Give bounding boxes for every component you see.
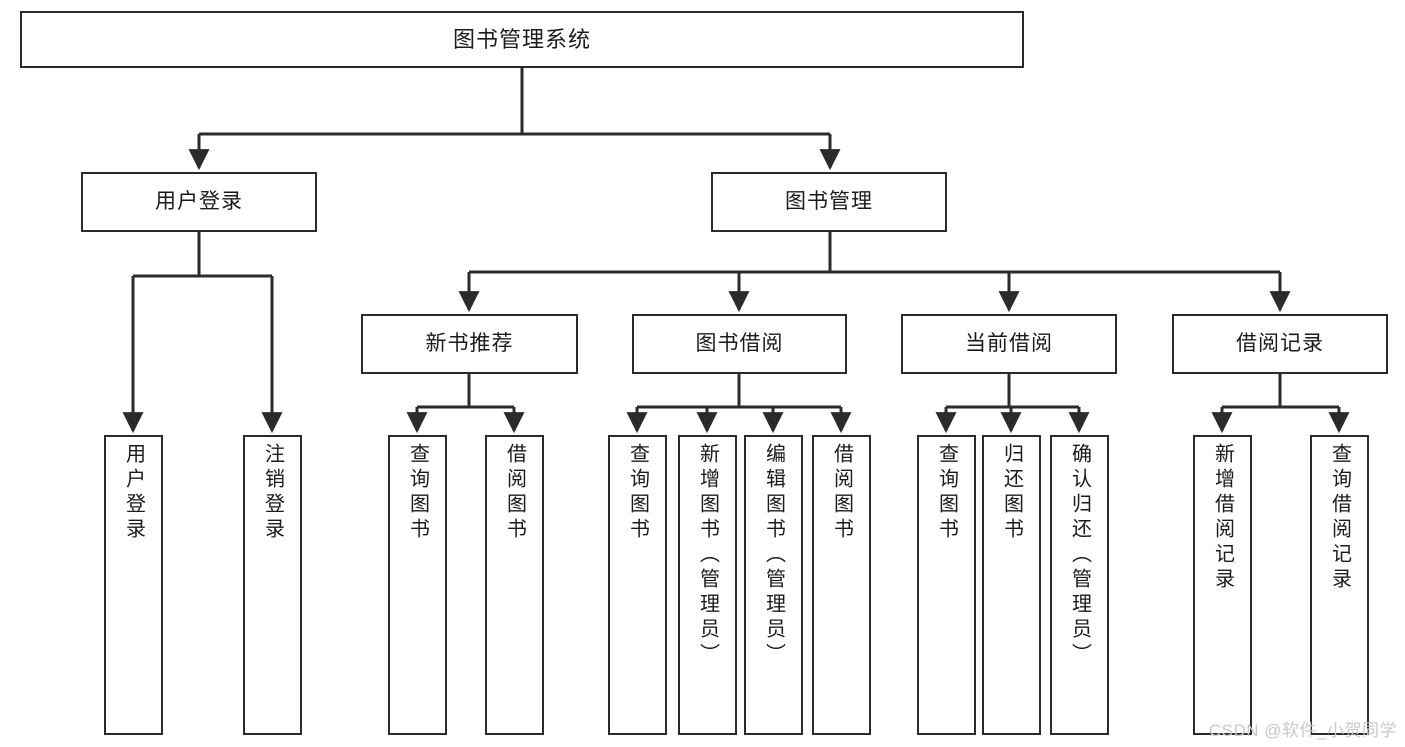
node-leaf-user-login[interactable]: 用户登录 xyxy=(104,435,163,735)
node-new-book-recommend[interactable]: 新书推荐 xyxy=(361,314,578,374)
node-leaf-borrow-book-rec[interactable]: 借阅图书 xyxy=(485,435,544,735)
node-book-management[interactable]: 图书管理 xyxy=(711,172,947,232)
node-leaf-borrow-book[interactable]: 借阅图书 xyxy=(812,435,871,735)
node-label: 图书借阅 xyxy=(695,331,784,355)
node-label: 查询借阅记录 xyxy=(1328,443,1351,593)
node-label: 查询图书 xyxy=(626,443,649,543)
node-label: 当前借阅 xyxy=(965,331,1053,355)
node-user-login[interactable]: 用户登录 xyxy=(81,172,317,232)
node-label: 借阅图书 xyxy=(503,443,526,543)
node-label: 借阅记录 xyxy=(1236,331,1324,355)
node-leaf-query-book[interactable]: 查询图书 xyxy=(608,435,667,735)
node-label: 图书管理 xyxy=(785,189,873,213)
node-label: 编辑图书（管理员） xyxy=(762,443,785,668)
watermark-text: CSDN @软件_小贺同学 xyxy=(1208,721,1397,740)
node-book-borrow[interactable]: 图书借阅 xyxy=(632,314,847,374)
node-borrow-record[interactable]: 借阅记录 xyxy=(1172,314,1388,374)
node-leaf-query-book-rec[interactable]: 查询图书 xyxy=(388,435,447,735)
node-label: 借阅图书 xyxy=(830,443,853,543)
node-leaf-add-borrow-record[interactable]: 新增借阅记录 xyxy=(1193,435,1252,735)
node-system-root[interactable]: 图书管理系统 xyxy=(20,11,1024,68)
node-label: 新书推荐 xyxy=(425,331,514,355)
node-label: 用户登录 xyxy=(155,189,243,213)
node-label: 归还图书 xyxy=(1000,443,1023,543)
node-label: 新增图书（管理员） xyxy=(696,443,719,668)
node-label: 图书管理系统 xyxy=(452,26,591,52)
node-leaf-add-book-admin[interactable]: 新增图书（管理员） xyxy=(678,435,737,735)
node-label: 查询图书 xyxy=(406,443,429,543)
node-leaf-return-book[interactable]: 归还图书 xyxy=(982,435,1041,735)
node-label: 用户登录 xyxy=(122,443,145,543)
node-leaf-confirm-return-admin[interactable]: 确认归还（管理员） xyxy=(1050,435,1109,735)
node-label: 新增借阅记录 xyxy=(1211,443,1234,593)
node-label: 注销登录 xyxy=(261,443,284,543)
node-leaf-logout[interactable]: 注销登录 xyxy=(243,435,302,735)
node-label: 查询图书 xyxy=(935,443,958,543)
node-current-borrow[interactable]: 当前借阅 xyxy=(901,314,1117,374)
node-leaf-query-borrow-record[interactable]: 查询借阅记录 xyxy=(1310,435,1369,735)
node-leaf-query-book-current[interactable]: 查询图书 xyxy=(917,435,976,735)
node-label: 确认归还（管理员） xyxy=(1068,443,1091,668)
node-leaf-edit-book-admin[interactable]: 编辑图书（管理员） xyxy=(744,435,803,735)
